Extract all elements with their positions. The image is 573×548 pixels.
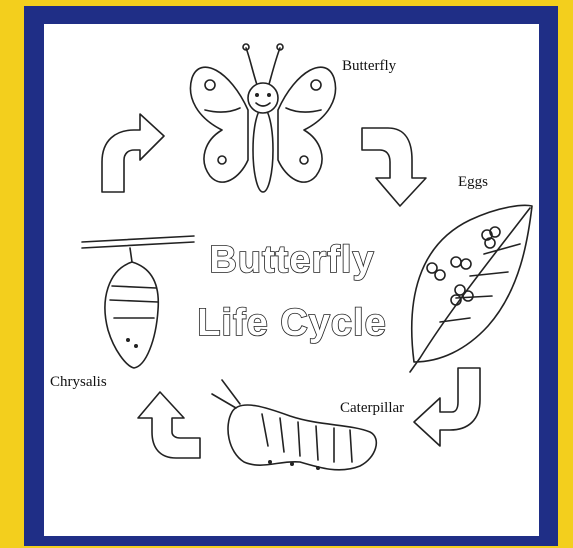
label-chrysalis: Chrysalis (50, 374, 107, 390)
label-butterfly: Butterfly (342, 58, 397, 74)
label-caterpillar: Caterpillar (340, 400, 404, 416)
caterpillar-icon (212, 380, 376, 470)
curved-arrow-icon (102, 114, 164, 192)
curved-arrow-icon (414, 368, 480, 446)
chrysalis-icon (82, 236, 194, 368)
butterfly-icon (190, 44, 335, 192)
label-eggs: Eggs (458, 174, 488, 190)
title-line-1: Butterfly (209, 239, 374, 281)
curved-arrow-icon (362, 128, 426, 206)
title-line-2: Life Cycle (197, 302, 387, 344)
leaf-with-eggs-icon (410, 205, 532, 372)
curved-arrow-icon (138, 392, 200, 458)
